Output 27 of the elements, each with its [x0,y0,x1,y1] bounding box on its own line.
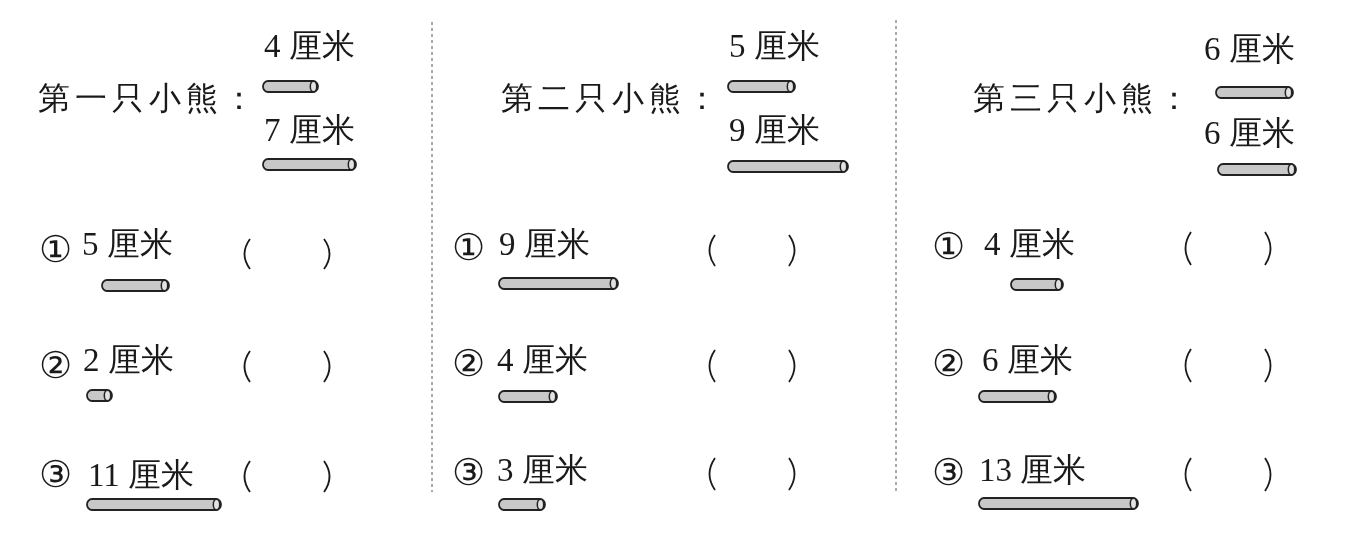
option-number: ① [452,229,485,266]
length-label: 9 厘米 [499,228,590,261]
option-number: ② [452,345,485,382]
option-number: ③ [39,456,72,493]
length-label: 5 厘米 [82,228,173,261]
length-label: 13 厘米 [979,454,1087,487]
option-number: ③ [932,454,965,491]
length-label: 5 厘米 [729,30,820,63]
length-label: 11 厘米 [88,459,195,492]
option-number: ① [932,228,965,265]
length-label: 6 厘米 [1204,117,1295,150]
length-label: 9 厘米 [729,114,820,147]
question-label: 第三只小熊： [973,82,1195,114]
option-number: ③ [452,454,485,491]
length-label: 2 厘米 [83,344,174,377]
length-label: 4 厘米 [497,344,588,377]
length-label: 6 厘米 [1204,33,1295,66]
length-label: 4 厘米 [984,228,1075,261]
option-number: ① [39,231,72,268]
question-label: 第二只小熊： [501,82,723,114]
length-label: 6 厘米 [982,344,1073,377]
question-label: 第一只小熊： [38,82,260,114]
option-number: ② [39,347,72,384]
option-number: ② [932,345,965,382]
length-label: 7 厘米 [264,114,355,147]
length-label: 3 厘米 [497,454,588,487]
length-label: 4 厘米 [264,30,355,63]
